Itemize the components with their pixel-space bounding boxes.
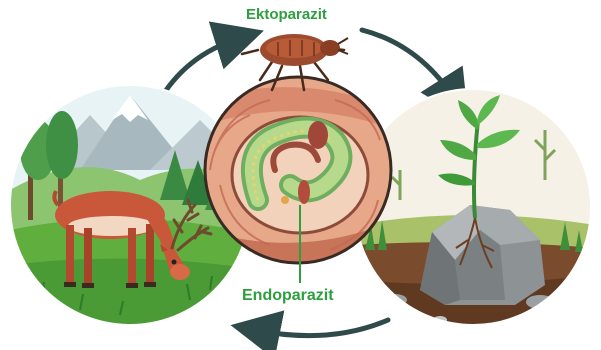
arrow-top-to-right (362, 30, 455, 100)
endoparasite-label: Endoparazit (242, 287, 334, 305)
ectoparasite-label: Ektoparazit (246, 6, 327, 23)
plant-rock-scene (350, 85, 600, 345)
arrow-right-to-left (255, 320, 388, 336)
